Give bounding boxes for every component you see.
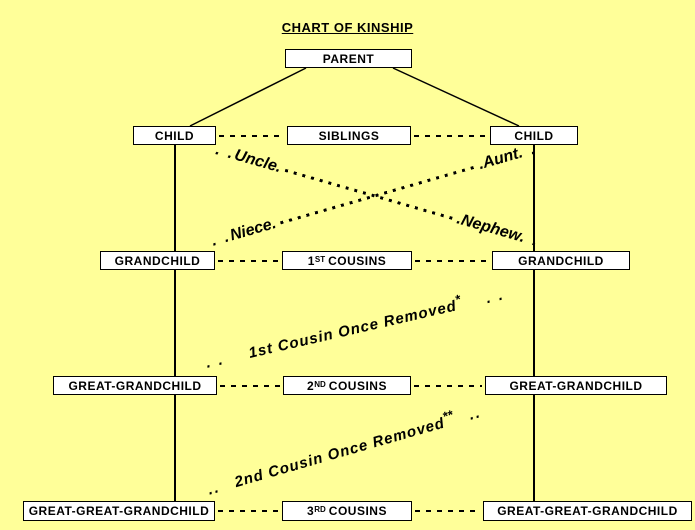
box-child-left: CHILD (133, 126, 216, 145)
box-great-great-grandchild-left-label: GREAT-GREAT-GRANDCHILD (28, 504, 210, 518)
first-removed-lead-dots: . . (204, 350, 226, 372)
box-great-grandchild-left-label: GREAT-GRANDCHILD (68, 378, 202, 393)
first-removed-trail-dots: . . (484, 285, 507, 307)
box-grandchild-right: GRANDCHILD (492, 251, 630, 270)
box-first-cousins-num: 1 (307, 253, 315, 268)
box-grandchild-left: GRANDCHILD (100, 251, 215, 270)
box-grandchild-right-label: GRANDCHILD (518, 253, 604, 268)
page-title: CHART OF KINSHIP (281, 20, 414, 35)
box-child-left-label: CHILD (154, 128, 195, 143)
box-siblings-label: SIBLINGS (318, 128, 380, 143)
parent-right-child-line (392, 67, 520, 127)
box-great-great-grandchild-right-label: GREAT-GREAT-GRANDCHILD (497, 504, 678, 518)
box-second-cousins-label: COUSINS (328, 378, 387, 393)
box-great-grandchild-right-label: GREAT-GRANDCHILD (509, 378, 643, 393)
parent-left-child-line (189, 67, 307, 127)
box-child-right-label: CHILD (514, 128, 554, 143)
box-first-cousins-label: COUSINS (328, 253, 387, 268)
box-great-grandchild-right: GREAT-GRANDCHILD (485, 376, 667, 395)
box-great-grandchild-left: GREAT-GRANDCHILD (53, 376, 217, 395)
box-siblings: SIBLINGS (287, 126, 411, 145)
box-grandchild-left-label: GRANDCHILD (114, 253, 201, 268)
box-parent-label: PARENT (322, 51, 375, 66)
box-child-right: CHILD (490, 126, 578, 145)
box-third-cousins-num: 3 (307, 504, 315, 518)
box-great-great-grandchild-right: GREAT-GREAT-GRANDCHILD (483, 501, 692, 521)
box-parent: PARENT (285, 49, 412, 68)
box-second-cousins-num: 2 (307, 378, 315, 393)
box-third-cousins-label: COUSINS (328, 504, 387, 518)
box-great-great-grandchild-left: GREAT-GREAT-GRANDCHILD (23, 501, 215, 521)
